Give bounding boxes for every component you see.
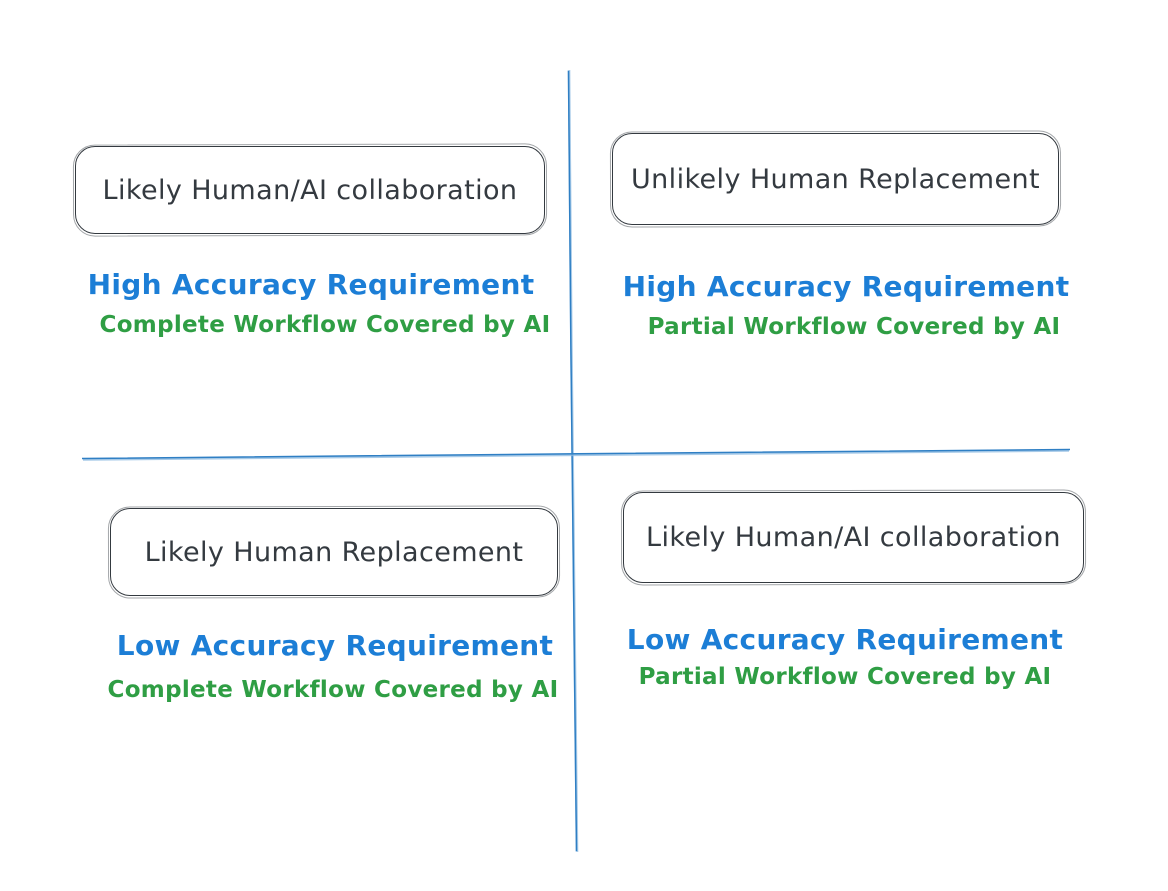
quadrant-box-label: Unlikely Human Replacement (631, 163, 1040, 195)
quadrant-box: Likely Human/AI collaboration (623, 492, 1084, 583)
accuracy-requirement-label: Low Accuracy Requirement (626, 623, 1064, 656)
workflow-coverage-label: Partial Workflow Covered by AI (638, 664, 1052, 690)
accuracy-requirement-label: High Accuracy Requirement (87, 268, 535, 301)
workflow-coverage-label: Complete Workflow Covered by AI (107, 677, 559, 703)
quadrant-box: Likely Human/AI collaboration (75, 146, 545, 234)
accuracy-requirement-label: Low Accuracy Requirement (116, 629, 554, 662)
quadrant-box-label: Likely Human/AI collaboration (646, 522, 1061, 553)
vertical-axis-line (567, 69, 579, 853)
quadrant-box: Unlikely Human Replacement (612, 133, 1059, 225)
quadrant-box-label: Likely Human/AI collaboration (102, 174, 518, 206)
accuracy-requirement-label: High Accuracy Requirement (622, 270, 1070, 303)
horizontal-axis-line (81, 448, 1071, 461)
quadrant-box: Likely Human Replacement (110, 508, 558, 596)
workflow-coverage-label: Complete Workflow Covered by AI (99, 312, 551, 338)
workflow-coverage-label: Partial Workflow Covered by AI (647, 314, 1061, 340)
quadrant-box-label: Likely Human Replacement (144, 536, 524, 568)
